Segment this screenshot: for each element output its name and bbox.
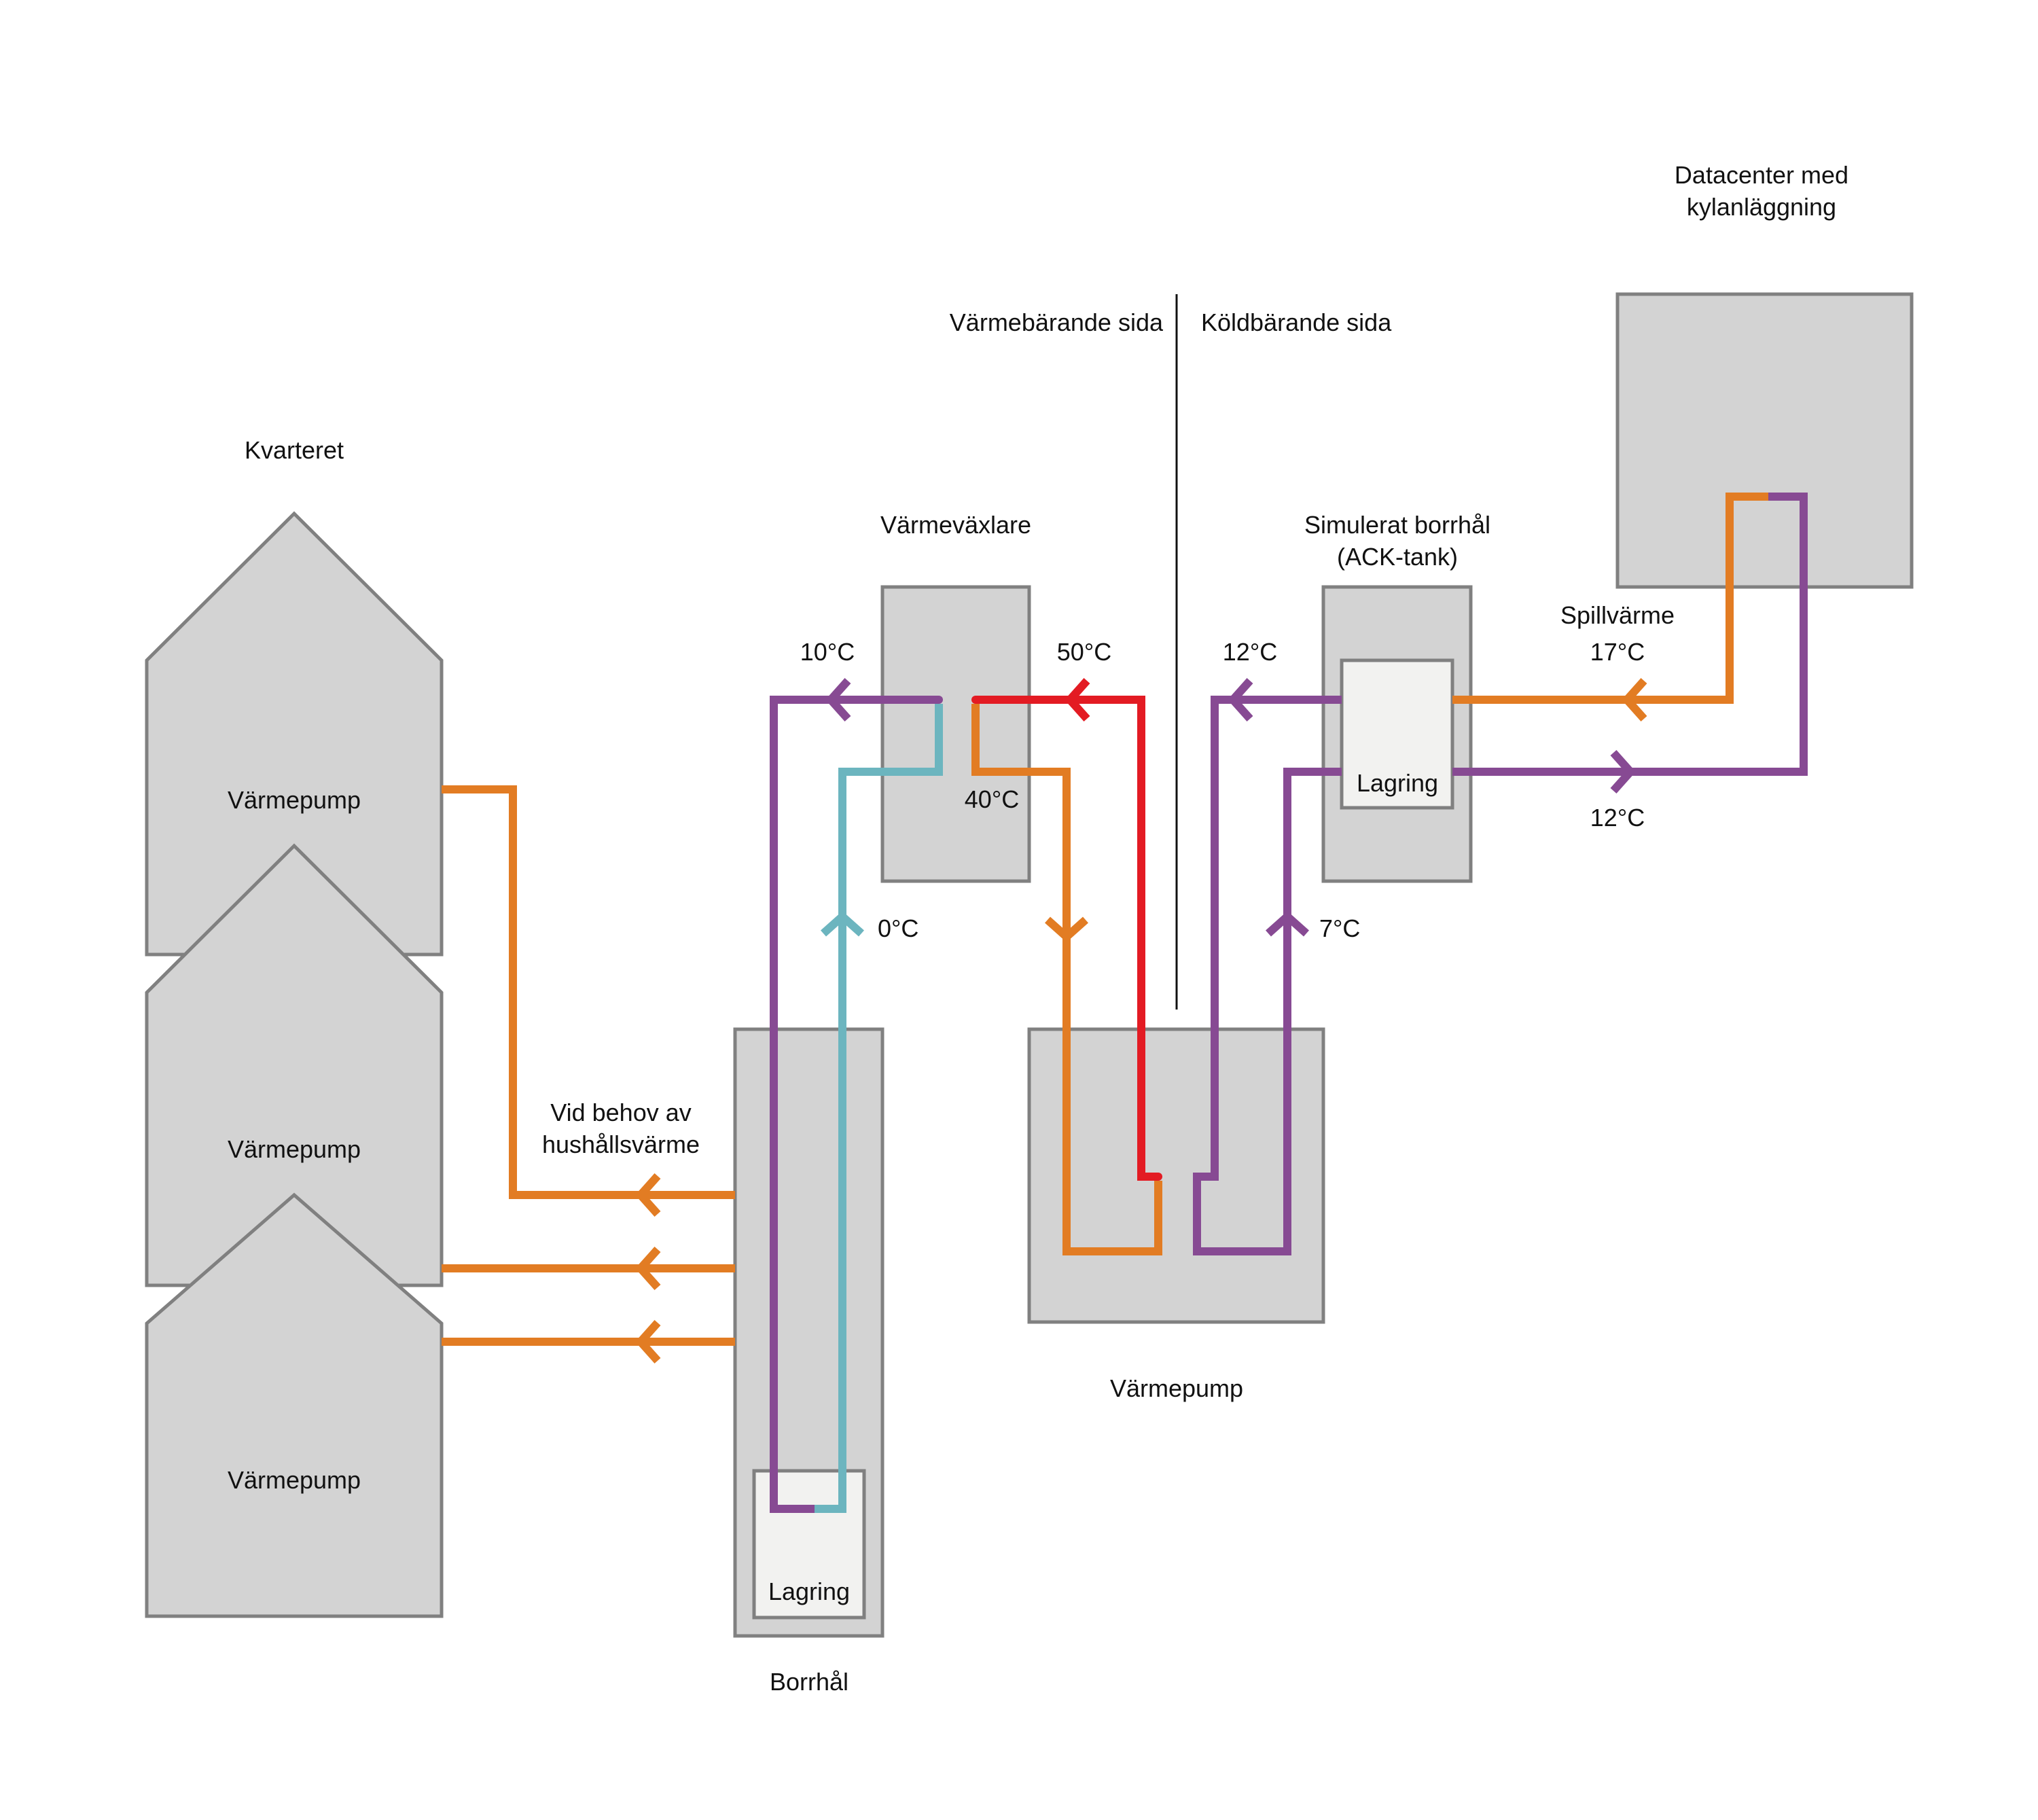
arrow-left-icon bbox=[1064, 678, 1090, 721]
heat-exchanger-box bbox=[880, 585, 1031, 883]
pipe-purple-cold-out bbox=[1193, 696, 1342, 1255]
temp-10c: 10°C bbox=[800, 638, 855, 666]
heat-exchanger-label: Värmeväxlare bbox=[880, 511, 1031, 539]
datacenter-label-1: Datacenter med bbox=[1675, 161, 1848, 189]
arrow-left-icon bbox=[634, 1320, 661, 1363]
temp-12c-return: 12°C bbox=[1590, 804, 1645, 832]
arrow-left-icon bbox=[1621, 678, 1647, 721]
house-1 bbox=[145, 511, 444, 957]
arrow-left-icon bbox=[634, 1173, 661, 1217]
pipe-borehole-purple bbox=[770, 696, 939, 1513]
household-heat-label-1: Vid behov av bbox=[550, 1099, 692, 1126]
heat-pump-box bbox=[1027, 1027, 1325, 1324]
kvarteret-label: Kvarteret bbox=[245, 436, 344, 464]
heat-side-label: Värmebärande sida bbox=[950, 308, 1164, 336]
temp-17c: 17°C bbox=[1590, 638, 1645, 666]
ack-storage-label: Lagring bbox=[1357, 769, 1438, 797]
arrow-left-icon bbox=[825, 678, 851, 721]
arrow-up-icon bbox=[821, 910, 864, 937]
arrow-down-icon bbox=[1045, 916, 1088, 943]
temp-50c: 50°C bbox=[1057, 638, 1111, 666]
temp-40c: 40°C bbox=[965, 785, 1019, 813]
heat-pump-label: Värmepump bbox=[1110, 1374, 1243, 1402]
pipe-orange-return bbox=[971, 704, 1162, 1255]
datacenter-box bbox=[1615, 292, 1914, 589]
cold-side-label: Köldbärande sida bbox=[1201, 308, 1392, 336]
ack-storage-box bbox=[1340, 658, 1454, 810]
arrow-up-icon bbox=[1266, 910, 1309, 937]
pipe-end bbox=[935, 696, 943, 704]
ack-label-2: (ACK-tank) bbox=[1337, 543, 1458, 571]
pipe-borehole-teal bbox=[815, 704, 943, 1513]
house2-heat-pump-label: Värmepump bbox=[228, 1135, 361, 1163]
temp-12c-ack: 12°C bbox=[1223, 638, 1277, 666]
arrow-right-icon bbox=[1610, 750, 1637, 793]
house3-heat-pump-label: Värmepump bbox=[228, 1466, 361, 1494]
pipe-end bbox=[1154, 1173, 1162, 1181]
ack-label-1: Simulerat borrhål bbox=[1304, 511, 1490, 539]
temp-7c: 7°C bbox=[1319, 914, 1360, 942]
waste-heat-label: Spillvärme bbox=[1560, 601, 1675, 629]
datacenter-label-2: kylanläggning bbox=[1687, 193, 1836, 221]
house-2 bbox=[145, 843, 444, 1287]
house1-heat-pump-label: Värmepump bbox=[228, 786, 361, 814]
borehole-label: Borrhål bbox=[770, 1668, 848, 1696]
household-heat-label-2: hushållsvärme bbox=[542, 1130, 700, 1158]
pipe-house1-supply bbox=[442, 785, 735, 1199]
borehole-storage-label: Lagring bbox=[768, 1577, 850, 1605]
arrow-left-icon bbox=[634, 1247, 661, 1290]
arrow-left-icon bbox=[1227, 678, 1253, 721]
house-3 bbox=[145, 1192, 444, 1618]
pipe-end bbox=[971, 696, 980, 704]
pipe-waste-heat bbox=[1452, 493, 1768, 704]
temp-0c: 0°C bbox=[878, 914, 918, 942]
pipe-red-hot bbox=[976, 696, 1158, 1181]
